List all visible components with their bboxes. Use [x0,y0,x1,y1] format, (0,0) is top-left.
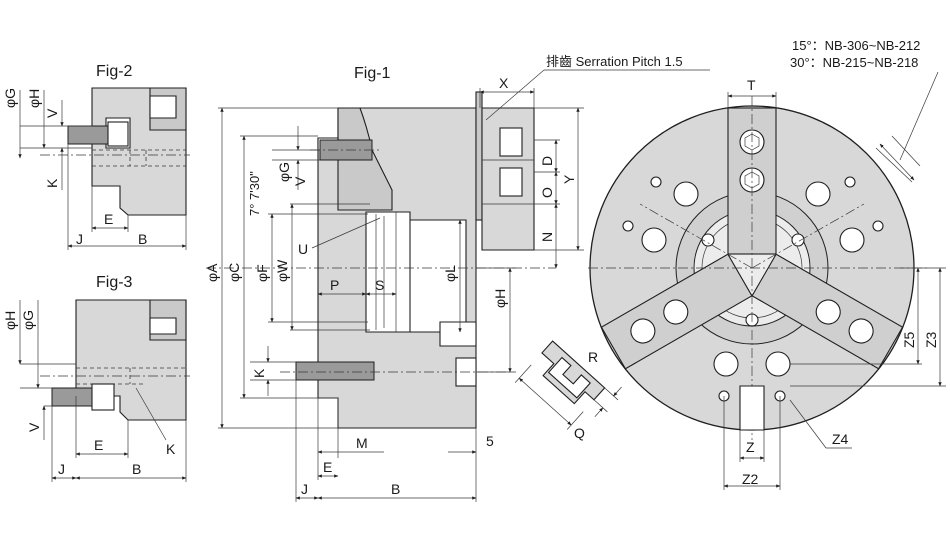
tnut-R-label: R [588,349,598,365]
fig1-M-label: M [356,435,368,451]
jaw-Y-label: Y [561,174,577,184]
fig1-5-label: 5 [486,433,494,449]
front-Z5-label: Z5 [901,331,917,348]
bolt-holes [622,176,884,402]
fig3-J-label: J [58,461,65,477]
front-Z3-label: Z3 [923,331,939,348]
fig1-J-label: J [301,481,308,497]
fig3-phiG-label: φG [20,310,36,330]
fig3-B-label: B [132,461,141,477]
serration-note: 排齒 Serration Pitch 1.5 [546,54,683,69]
fig2-phiH-label: φH [26,89,42,108]
jaw-right [751,253,904,370]
fig3-phiH-label: φH [2,311,18,330]
fig2-B-label: B [138,231,147,247]
fig2-J-label: J [76,231,83,247]
front-Z2-label: Z2 [742,471,759,487]
fig3-E-label: E [94,437,103,453]
jaw-D-label: D [539,156,555,166]
fig1-phiF-label: φF [254,264,270,282]
jaw-X-label: X [499,75,509,91]
front-T-label: T [747,77,756,93]
jaw-N-label: N [539,232,555,242]
fig1-phiA-label: φA [204,263,220,282]
fig1-U-label: U [298,241,308,257]
jaw-detail: 排齒 Serration Pitch 1.5 X D O Y N [479,54,710,269]
tnut-detail [514,340,622,430]
fig1-taper-label: 7° 7'30" [247,171,262,216]
fig2-E-label: E [104,211,113,227]
fig2-V-label: V [44,108,60,118]
fig1-title: Fig-1 [354,65,391,82]
fig1-E-label: E [323,459,332,475]
fig1-phiC-label: φC [226,263,242,282]
fig1-phiH-label: φH [492,289,508,308]
fig3-view: Fig-3 φH φG V K E J B [2,274,190,482]
fig1-S-label: S [375,277,384,293]
fig2-K-label: K [44,178,60,188]
fig1-view: Fig-1 φA φC φF φW 7° [204,65,556,502]
fig1-phiL-label: φL [442,265,458,282]
fig3-V-label: V [26,422,42,432]
front-view: T Z Z2 Z4 Z5 Z3 15°：NB-306~NB-212 30°：NB… [588,38,946,490]
fig1-phiG-label: φG [276,162,292,182]
front-Z-label: Z [746,439,755,455]
front-Z4-label: Z4 [832,431,849,447]
jaw-left [600,253,753,370]
jaw-O-label: O [539,187,555,198]
fig1-K-label: K [251,368,267,378]
fig1-B-label: B [391,481,400,497]
fig1-phiW-label: φW [274,259,290,282]
fig1-P-label: P [330,277,339,293]
tnut-Q-label: Q [574,425,585,441]
fig2-phiG-label: φG [2,88,18,108]
fig2-title: Fig-2 [96,63,133,80]
fig3-title: Fig-3 [96,274,133,291]
fig2-view: Fig-2 φG φH V K E J B [2,63,190,250]
fig3-K-label: K [166,441,176,457]
fig1-V-label: V [292,176,308,186]
angle-note-30: 30°：NB-215~NB-218 [790,55,918,70]
angle-note-15: 15°：NB-306~NB-212 [792,38,920,53]
